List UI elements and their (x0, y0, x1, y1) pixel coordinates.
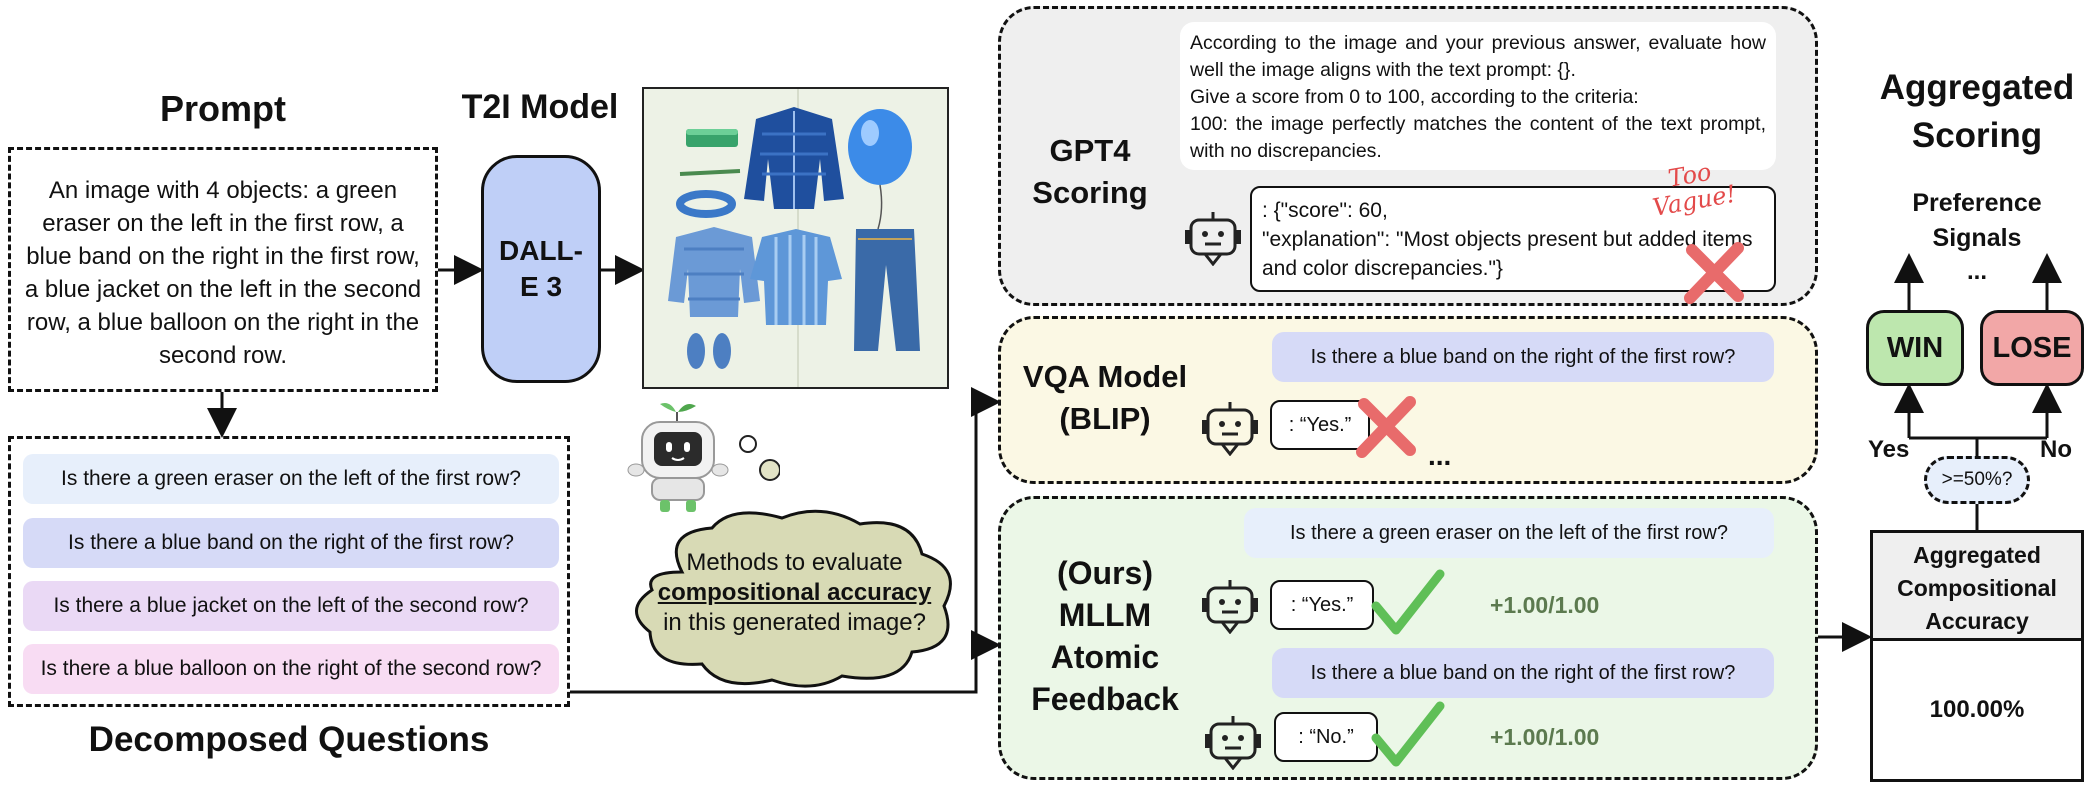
band-shape (676, 190, 736, 218)
check-icon (1371, 569, 1445, 635)
preference-line-1: Preference (1912, 189, 2042, 217)
thought-line-1: Methods to evaluate (686, 549, 903, 576)
model-name: DALL-E 3 (499, 235, 583, 302)
gpt4-response-line-2: "explanation": "Most objects present but… (1262, 228, 1753, 280)
thought-text: Methods to evaluate compositional accura… (642, 548, 947, 638)
robot-icon (1205, 716, 1261, 770)
robot-icon (1185, 212, 1241, 266)
aggregated-title-line-1: Aggregated (1879, 68, 2075, 107)
win-badge: WIN (1866, 310, 1964, 386)
gpt4-response-card: : {"score": 60, "explanation": "Most obj… (1250, 186, 1776, 292)
ours-score-1: +1.00/1.00 (1490, 592, 1600, 618)
thought-line-2: compositional accuracy (657, 579, 932, 606)
gpt4-prompt-line-2: Give a score from 0 to 100, according to… (1190, 86, 1639, 108)
accuracy-header: Aggregated Compositional Accuracy (1873, 533, 2081, 641)
gpt4-prompt-line-3: 100: the image perfectly matches the con… (1190, 113, 1766, 162)
ours-title-line-4: Feedback (1031, 681, 1179, 717)
threshold-pill: >=50%? (1924, 456, 2030, 504)
cross-icon (1684, 242, 1744, 304)
decomposed-questions-box: Is there a green eraser on the left of t… (8, 436, 570, 707)
robot-icon (1202, 580, 1258, 634)
cross-icon (1356, 396, 1416, 458)
gpt4-response-line-1: : {"score": 60, (1262, 199, 1388, 222)
vqa-title-line-1: VQA Model (1022, 359, 1188, 394)
accuracy-header-line-2: Compositional (1897, 575, 2057, 601)
yes-label: Yes (1868, 436, 1910, 463)
jeans-shape (854, 229, 920, 351)
ours-answer-2: : “No.” (1274, 712, 1378, 762)
check-icon (1371, 701, 1445, 767)
preference-signals-label: Preference Signals (1870, 186, 2084, 256)
question-4: Is there a blue balloon on the right of … (23, 644, 559, 694)
balloon-shape (848, 109, 912, 185)
accuracy-header-line-1: Aggregated (1913, 542, 2041, 568)
gpt4-prompt-line-1: According to the image and your previous… (1190, 32, 1766, 81)
accuracy-box: Aggregated Compositional Accuracy 100.00… (1870, 530, 2084, 782)
ours-title: (Ours) MLLM Atomic Feedback (1010, 552, 1200, 720)
aggregated-title: Aggregated Scoring (1860, 64, 2094, 160)
no-label: No (2040, 436, 2072, 463)
ours-score-2: +1.00/1.00 (1490, 724, 1600, 750)
gpt4-prompt-card: According to the image and your previous… (1180, 22, 1776, 170)
prompt-title: Prompt (160, 88, 286, 129)
ours-question-2: Is there a blue band on the right of the… (1272, 648, 1774, 698)
ours-title-line-1: (Ours) (1057, 555, 1153, 591)
arrow-to-vqa (570, 387, 1001, 694)
robot-mascot-icon (627, 403, 780, 512)
vqa-title: VQA Model (BLIP) (1010, 356, 1200, 440)
lose-badge: LOSE (1980, 310, 2084, 386)
vqa-title-line-2: (BLIP) (1059, 401, 1151, 436)
ours-title-line-2: MLLM (1058, 597, 1152, 633)
preference-ellipsis: ... (1966, 258, 1987, 285)
generated-image-illustration (644, 89, 947, 387)
question-3: Is there a blue jacket on the left of th… (23, 581, 559, 631)
robot-icon (1202, 402, 1258, 456)
aggregated-title-line-2: Scoring (1911, 116, 2043, 155)
gpt4-title: GPT4 Scoring (1032, 133, 1148, 210)
thought-cloud (635, 509, 952, 688)
vqa-ellipsis: ... (1428, 440, 1452, 471)
thought-line-3: in this generated image? (663, 609, 926, 636)
generated-image (642, 87, 949, 389)
preference-line-2: Signals (1932, 224, 2022, 252)
t2i-title: T2I Model (461, 88, 619, 126)
model-box: DALL-E 3 (481, 155, 601, 383)
vqa-question: Is there a blue band on the right of the… (1272, 332, 1774, 382)
decomposed-title: Decomposed Questions (88, 720, 490, 759)
ours-answer-1: : “Yes.” (1270, 580, 1374, 630)
question-1: Is there a green eraser on the left of t… (23, 454, 559, 504)
ours-question-1: Is there a green eraser on the left of t… (1244, 508, 1774, 558)
vqa-answer: : “Yes.” (1270, 400, 1370, 450)
prompt-text: An image with 4 objects: a green eraser … (8, 147, 438, 392)
accuracy-value: 100.00% (1929, 696, 2025, 723)
accuracy-header-line-3: Accuracy (1925, 608, 2029, 634)
ours-title-line-3: Atomic (1050, 639, 1160, 675)
question-2: Is there a blue band on the right of the… (23, 518, 559, 568)
